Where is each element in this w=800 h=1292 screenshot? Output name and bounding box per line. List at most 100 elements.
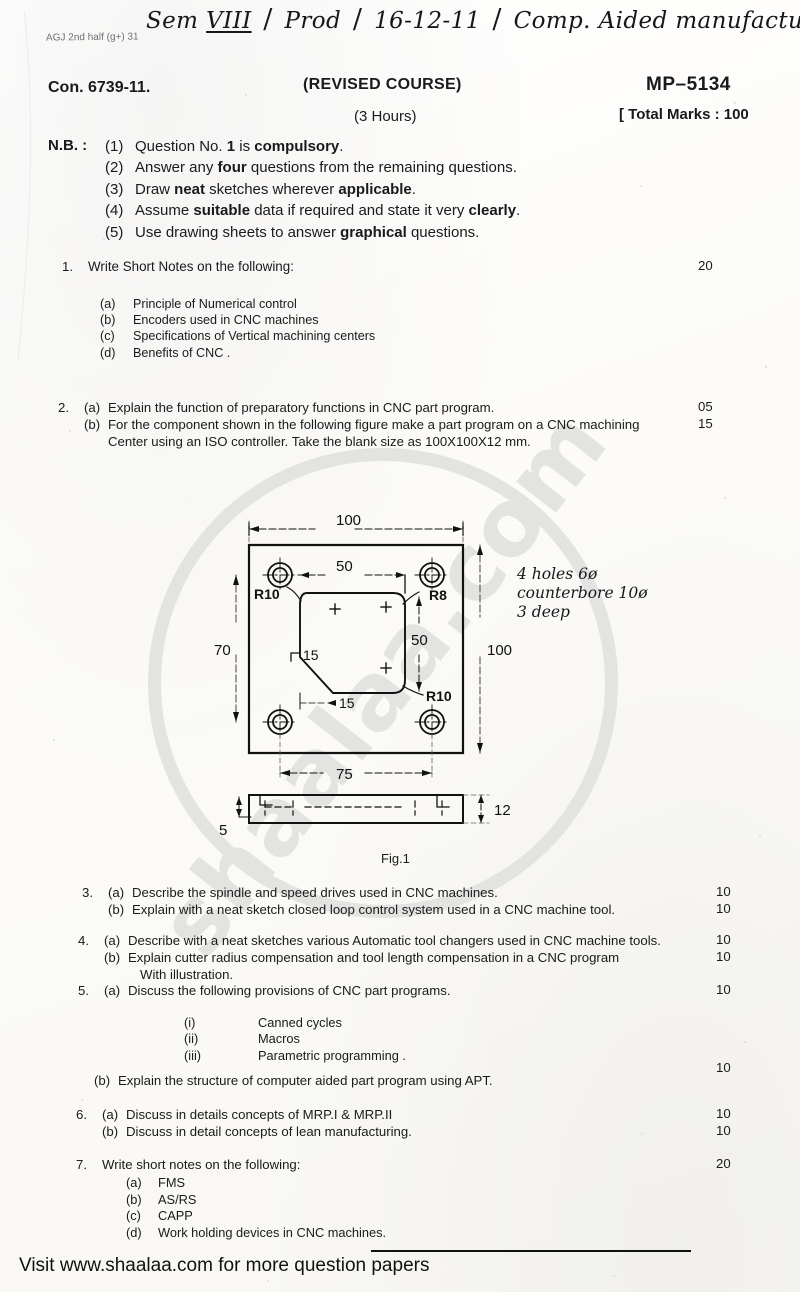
question-2-part-b-cont: Center using an ISO controller. Take the… [108, 434, 531, 449]
part-label: (b) [108, 902, 125, 917]
radius-top-right: R8 [429, 587, 447, 603]
note-bene-item: (5)Use drawing sheets to answer graphica… [105, 222, 688, 243]
note-bene-text: Draw neat sketches wherever applicable. [135, 180, 416, 198]
footer-divider [371, 1250, 691, 1252]
handwritten-hole-note: 4 holes 6ø counterbore 10ø 3 deep [517, 565, 648, 622]
question-6-part-a: (a)Discuss in details concepts of MRP.I … [102, 1106, 412, 1123]
question-2-number: 2. [58, 400, 69, 415]
part-label: (a) [104, 933, 121, 948]
pocket-center-marks [329, 601, 392, 674]
dim-right-height: 100 [487, 642, 512, 659]
figure-caption: Fig.1 [381, 851, 410, 866]
handwritten-branch: Prod [284, 8, 342, 34]
dim-inner-vertical: 50 [411, 632, 428, 649]
question-3: 3. (a) Describe the spindle and speed dri… [82, 884, 615, 918]
note-bene-list: (1)Question No. 1 is compulsory. (2)Answ… [105, 136, 688, 243]
note-bene-block: N.B. : (1)Question No. 1 is compulsory. … [48, 136, 688, 243]
handwritten-date: 16-12-11 [374, 8, 481, 34]
part-label: (a) [84, 400, 101, 415]
question-3-number: 3. [82, 885, 93, 900]
part-text: Describe with a neat sketches various Au… [128, 933, 661, 948]
note-bene-item: (3)Draw neat sketches wherever applicabl… [105, 179, 688, 200]
handwritten-separator-1: / [263, 4, 273, 35]
duration-label: (3 Hours) [354, 108, 417, 125]
question-1-title: Write Short Notes on the following: [88, 259, 294, 274]
part-text: Explain the structure of computer aided … [118, 1073, 493, 1089]
part-label: (a) [108, 885, 125, 900]
part-label: (b) [94, 1073, 111, 1089]
dim-left-height: 70 [214, 642, 231, 659]
handwritten-sem-label: Sem [146, 8, 199, 34]
question-7-marks: 20 [716, 1156, 731, 1171]
handwritten-sem-value: VIII [206, 8, 252, 34]
question-1-sublist: (a)Principle of Numerical control (b)Enc… [100, 296, 375, 361]
subitem-text: AS/RS [158, 1191, 197, 1207]
question-7-subitem: (c)CAPP [126, 1208, 386, 1225]
roman-label: (ii) [184, 1031, 199, 1047]
subitem-text: CAPP [158, 1208, 193, 1224]
component-drawing-figure: 100 70 100 50 50 15 15 75 R10 R8 R10 12 … [214, 512, 512, 839]
pocket-profile [299, 592, 406, 694]
note-bene-item: (4)Assume suitable data if required and … [105, 200, 688, 221]
part-text: Discuss in detail concepts of lean manuf… [126, 1124, 412, 1139]
dim-inner-horizontal: 50 [336, 558, 353, 575]
handwritten-separator-3: / [492, 4, 502, 35]
part-text: Discuss in details concepts of MRP.I & M… [126, 1107, 393, 1122]
roman-subitem: (i)Canned cycles [184, 1015, 493, 1031]
part-text: Discuss the following provisions of CNC … [128, 983, 451, 998]
hole-note-line-2: counterbore 10ø [517, 584, 648, 602]
question-1-subitem: (a)Principle of Numerical control [100, 296, 375, 312]
question-1-subitem: (d) Benefits of CNC . [100, 345, 375, 361]
hole-note-line-1: 4 holes 6ø [517, 565, 598, 583]
part-text: Describe the spindle and speed drives us… [132, 885, 498, 900]
footer-text: Visit www.shaalaa.com for more question … [19, 1255, 430, 1276]
question-7-sublist: (a)FMS (b)AS/RS (c)CAPP (d)Work holding … [126, 1175, 386, 1241]
part-text: Explain with a neat sketch closed loop c… [132, 902, 616, 917]
question-1-marks: 20 [698, 258, 713, 273]
question-5: 5. (a)Discuss the following provisions o… [78, 982, 493, 1089]
part-text: For the component shown in the following… [108, 417, 640, 432]
question-3-part-a-marks: 10 [716, 884, 731, 899]
question-7-subitem: (d)Work holding devices in CNC machines. [126, 1225, 386, 1242]
radius-top-left: R10 [254, 586, 280, 602]
subitem-label: (a) [100, 297, 116, 311]
question-5-part-b-marks: 10 [716, 1060, 731, 1075]
roman-label: (iii) [184, 1047, 202, 1063]
part-label: (b) [84, 417, 101, 432]
roman-subitem: (iii)Parametric programming . [184, 1048, 493, 1064]
roman-subitem: (ii) Macros [184, 1031, 493, 1047]
question-6-part-b: (b) Discuss in detail concepts of lean ma… [102, 1123, 412, 1140]
question-2-part-a: (a) Explain the function of preparatory f… [84, 399, 639, 416]
question-7-title: Write short notes on the following: [102, 1157, 301, 1172]
note-bene-number: (5) [105, 223, 124, 241]
note-bene-text: Assume suitable data if required and sta… [135, 202, 521, 220]
question-5-part-b: (b) Explain the structure of computer aid… [94, 1072, 493, 1089]
subitem-label: (d) [126, 1224, 142, 1240]
question-2: 2. (a) Explain the function of preparator… [58, 399, 639, 450]
question-4-part-a: (a) Describe with a neat sketches various… [104, 932, 661, 949]
handwritten-subject: Comp. Aided manufacturing. [513, 8, 800, 34]
roman-text: Macros [258, 1031, 300, 1047]
part-text: Explain the function of preparatory func… [108, 400, 495, 415]
dim-chamfer-h: 15 [339, 695, 355, 711]
subitem-label: (b) [126, 1191, 142, 1207]
section-view [236, 794, 490, 824]
subitem-text: Specifications of Vertical machining cen… [133, 329, 376, 344]
subitem-text: Benefits of CNC . [133, 345, 231, 360]
question-1-subitem: (b)Encoders used in CNC machines [100, 312, 375, 328]
con-number: Con. 6739-11. [48, 79, 151, 96]
question-3-part-b: (b) Explain with a neat sketch closed loo… [108, 901, 615, 918]
dim-counterbore-depth: 5 [219, 822, 227, 839]
question-3-part-b-marks: 10 [716, 901, 731, 916]
subitem-text: FMS [158, 1175, 186, 1190]
subitem-label: (d) [100, 345, 116, 360]
question-4-number: 4. [78, 933, 89, 948]
subitem-label: (b) [100, 313, 116, 328]
question-4-part-b-cont: With illustration. [140, 967, 234, 982]
question-4-part-b: (b)Explain cutter radius compensation an… [104, 949, 661, 966]
total-marks-label: [ Total Marks : 100 [619, 106, 749, 123]
question-4-part-a-marks: 10 [716, 932, 731, 947]
question-5-number: 5. [78, 983, 89, 998]
printer-code: AGJ 2nd half (g+) 31 [45, 31, 139, 44]
part-label: (b) [102, 1124, 119, 1139]
